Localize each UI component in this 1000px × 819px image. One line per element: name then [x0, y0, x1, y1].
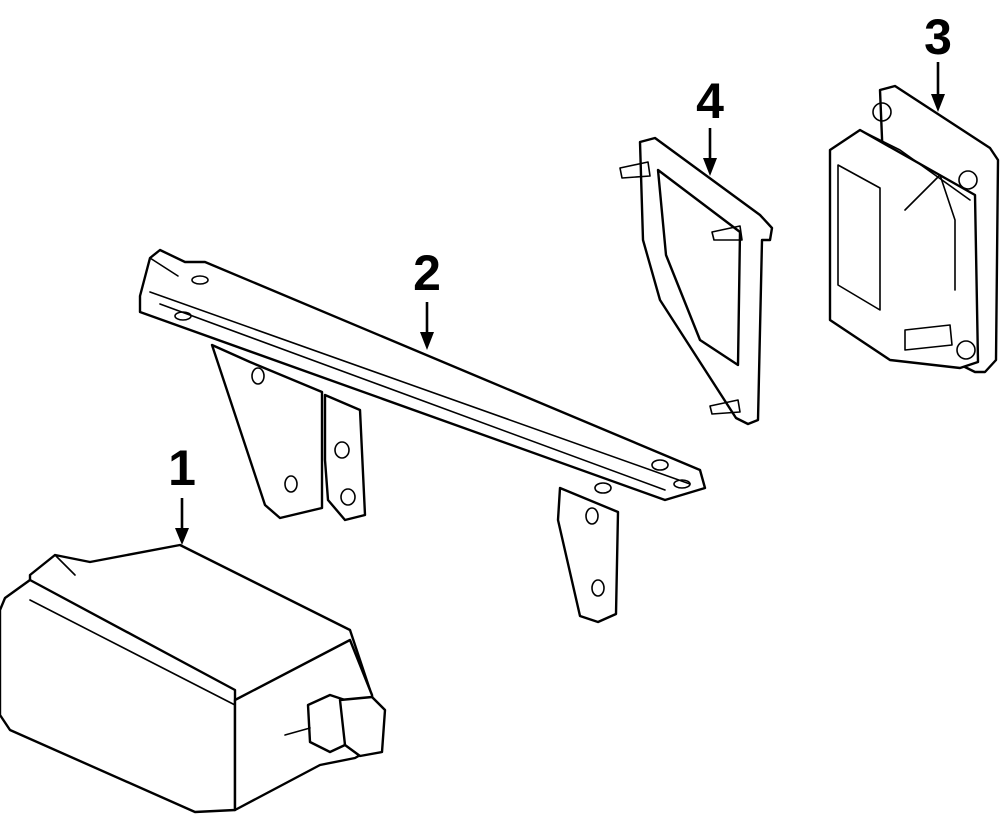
- part-3-module[interactable]: [828, 84, 1000, 374]
- part-4-frame[interactable]: [619, 136, 774, 426]
- part-1-sensor[interactable]: [0, 543, 387, 814]
- callout-arrow-1: [175, 498, 189, 545]
- callout-label-4: 4: [696, 73, 724, 129]
- callout-label-1: 1: [168, 440, 196, 496]
- callout-arrow-2: [420, 302, 434, 350]
- callout-arrow-4: [703, 128, 717, 176]
- callout-arrow-3: [931, 62, 945, 112]
- part-2-bracket[interactable]: [138, 248, 707, 624]
- callout-label-3: 3: [924, 9, 952, 65]
- callout-label-2: 2: [413, 245, 441, 301]
